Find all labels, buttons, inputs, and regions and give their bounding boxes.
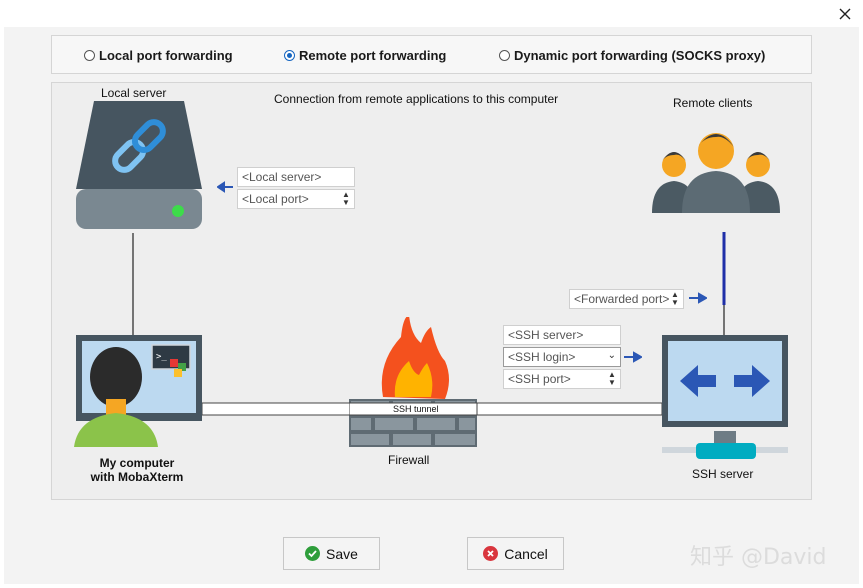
forwarding-type-group: Local port forwarding Remote port forwar…	[51, 35, 812, 74]
field-placeholder: <Local port>	[242, 192, 309, 206]
ssh-server-icon	[662, 335, 788, 459]
cancel-icon	[483, 546, 499, 561]
my-computer-line-2: with MobaXterm	[90, 470, 184, 484]
radio-dot-selected	[284, 50, 295, 61]
svg-text:>_: >_	[156, 352, 167, 362]
diagram-caption: Connection from remote applications to t…	[274, 92, 559, 106]
radio-dynamic-port-forwarding[interactable]: Dynamic port forwarding (SOCKS proxy)	[499, 48, 765, 63]
firewall-icon	[349, 317, 478, 447]
save-label: Save	[326, 545, 358, 562]
spinner-icon[interactable]: ▲▼	[342, 190, 350, 207]
field-placeholder: <SSH server>	[508, 328, 584, 342]
arrow-right-icon	[689, 292, 707, 304]
local-port-input[interactable]: <Local port> ▲▼	[237, 189, 355, 209]
server-icon	[76, 101, 202, 229]
ssh-port-input[interactable]: <SSH port> ▲▼	[503, 369, 621, 389]
title-bar	[0, 0, 863, 27]
check-icon	[305, 546, 321, 561]
cancel-label: Cancel	[504, 545, 548, 562]
watermark: 知乎 @David	[690, 545, 827, 570]
cancel-button[interactable]: Cancel	[467, 537, 564, 570]
my-computer-label: My computer with MobaXterm	[74, 456, 200, 484]
my-computer-line-1: My computer	[99, 456, 175, 470]
field-placeholder: <SSH port>	[508, 372, 571, 386]
remote-clients-label: Remote clients	[673, 96, 753, 110]
radio-label: Remote port forwarding	[299, 48, 447, 63]
chevron-down-icon[interactable]: ⌄	[607, 350, 616, 361]
radio-label: Dynamic port forwarding (SOCKS proxy)	[514, 48, 766, 63]
field-placeholder: <Local server>	[242, 170, 322, 184]
users-icon	[652, 133, 780, 213]
local-server-input[interactable]: <Local server>	[237, 167, 355, 187]
ssh-server-input[interactable]: <SSH server>	[503, 325, 621, 345]
firewall-label: Firewall	[388, 453, 430, 467]
radio-dot	[499, 50, 510, 61]
radio-label: Local port forwarding	[99, 48, 233, 63]
field-placeholder: <SSH login>	[508, 350, 576, 364]
arrow-right-icon	[624, 351, 642, 363]
forwarding-diagram: Local server Connection from remote appl…	[51, 82, 812, 500]
ssh-tunnel-label: SSH tunnel	[393, 404, 439, 414]
ssh-login-select[interactable]: <SSH login> ⌄	[503, 347, 621, 367]
field-placeholder: <Forwarded port>	[574, 292, 670, 306]
forwarded-port-input[interactable]: <Forwarded port> ▲▼	[569, 289, 684, 309]
spinner-icon[interactable]: ▲▼	[671, 290, 679, 307]
spinner-icon[interactable]: ▲▼	[608, 370, 616, 387]
computer-user-icon: >_	[74, 335, 202, 447]
close-icon[interactable]	[836, 5, 854, 23]
local-server-label: Local server	[101, 86, 167, 100]
radio-local-port-forwarding[interactable]: Local port forwarding	[84, 48, 233, 63]
radio-remote-port-forwarding[interactable]: Remote port forwarding	[284, 48, 446, 63]
arrow-left-icon	[217, 181, 233, 193]
save-button[interactable]: Save	[283, 537, 380, 570]
radio-dot	[84, 50, 95, 61]
ssh-server-label: SSH server	[692, 467, 754, 481]
